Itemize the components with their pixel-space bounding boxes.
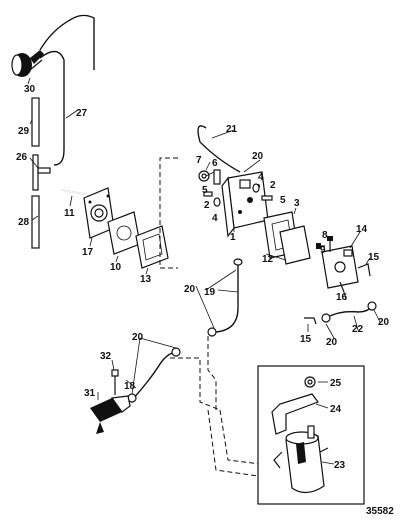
dashed-hose-path-2 <box>170 357 221 411</box>
dashed-hose-path <box>207 336 217 410</box>
part-20-hose-clamp <box>321 301 377 323</box>
callout-12: 12 <box>262 254 274 265</box>
callout-29: 29 <box>18 126 30 137</box>
part-28-tube <box>31 195 40 249</box>
part-23-fuel-filter <box>273 425 329 494</box>
part-18-fuel-hose <box>131 351 179 401</box>
part-31-valve <box>90 395 131 434</box>
callout-4b: 4 <box>258 172 264 183</box>
part-7-washer <box>198 170 210 182</box>
part-24-bracket <box>271 393 319 435</box>
callout-14: 14 <box>356 224 368 235</box>
part-6-fitting <box>213 169 221 185</box>
callout-24: 24 <box>330 404 342 415</box>
dashed-leader <box>159 157 178 269</box>
callout-8: 8 <box>322 230 328 241</box>
callout-4: 4 <box>212 213 218 224</box>
callout-18: 18 <box>124 381 136 392</box>
part-30-inline-filter <box>11 50 44 77</box>
part-11-stud <box>61 189 96 197</box>
part-21-fuel-hose <box>197 125 241 173</box>
part-13-gasket <box>135 225 169 269</box>
callout-20-right: 20 <box>378 317 390 328</box>
callout-15: 15 <box>368 252 380 263</box>
part-32-bolt <box>111 369 119 395</box>
part-27-fuel-hose <box>39 14 95 166</box>
dashed-hose-path-4 <box>207 409 273 479</box>
part-9-screw <box>316 243 325 249</box>
figure-number: 35582 <box>366 506 394 517</box>
part-14-pump-cover <box>321 245 359 289</box>
callout-22: 22 <box>352 324 364 335</box>
callout-10: 10 <box>110 262 122 273</box>
callout-1: 1 <box>230 232 236 243</box>
part-26-tee-fitting <box>32 154 51 191</box>
callout-16: 16 <box>336 292 348 303</box>
part-19-fuel-hose <box>215 258 243 333</box>
callout-32: 32 <box>100 351 112 362</box>
callout-31: 31 <box>84 388 96 399</box>
part-22-fuel-hose <box>325 305 373 319</box>
callout-28: 28 <box>18 217 30 228</box>
callout-26: 26 <box>16 152 28 163</box>
part-4-oring <box>213 183 260 207</box>
callout-20-mid: 20 <box>184 284 196 295</box>
callout-labels: 30 27 29 26 28 11 17 10 13 21 7 6 20 5 2… <box>16 84 394 517</box>
callout-15-lower: 15 <box>300 334 312 345</box>
callout-3: 3 <box>294 198 300 209</box>
callout-20-left: 20 <box>132 332 144 343</box>
part-17-adapter-plate <box>83 187 115 239</box>
callout-5b: 5 <box>280 195 286 206</box>
callout-23: 23 <box>334 460 346 471</box>
part-8-screw <box>327 236 333 252</box>
part-16-fitting <box>339 281 345 293</box>
part-29-tube <box>31 97 40 147</box>
part-25-nut <box>304 376 316 388</box>
callout-5: 5 <box>202 185 208 196</box>
callout-27: 27 <box>76 108 88 119</box>
part-20-hose-clamp-middle <box>207 327 217 337</box>
callout-11: 11 <box>64 208 75 219</box>
callout-9: 9 <box>320 245 326 256</box>
callout-25: 25 <box>330 378 342 389</box>
callout-19: 19 <box>204 287 216 298</box>
callout-2: 2 <box>204 200 210 211</box>
callout-13: 13 <box>140 274 152 285</box>
part-15-elbow <box>357 263 371 277</box>
part-20-hose-clamp-left <box>127 347 181 403</box>
part-12-gasket <box>279 225 311 265</box>
callout-30: 30 <box>24 84 36 95</box>
callout-20: 20 <box>252 151 264 162</box>
part-15-fitting-lower <box>304 317 317 325</box>
part-5-fitting <box>203 191 273 201</box>
callout-2b: 2 <box>270 180 276 191</box>
callout-17: 17 <box>82 247 94 258</box>
callout-20-lower: 20 <box>326 337 338 348</box>
leader-lines <box>27 77 381 465</box>
callout-21: 21 <box>226 124 238 135</box>
callout-6: 6 <box>212 158 218 169</box>
callout-7: 7 <box>196 155 202 166</box>
